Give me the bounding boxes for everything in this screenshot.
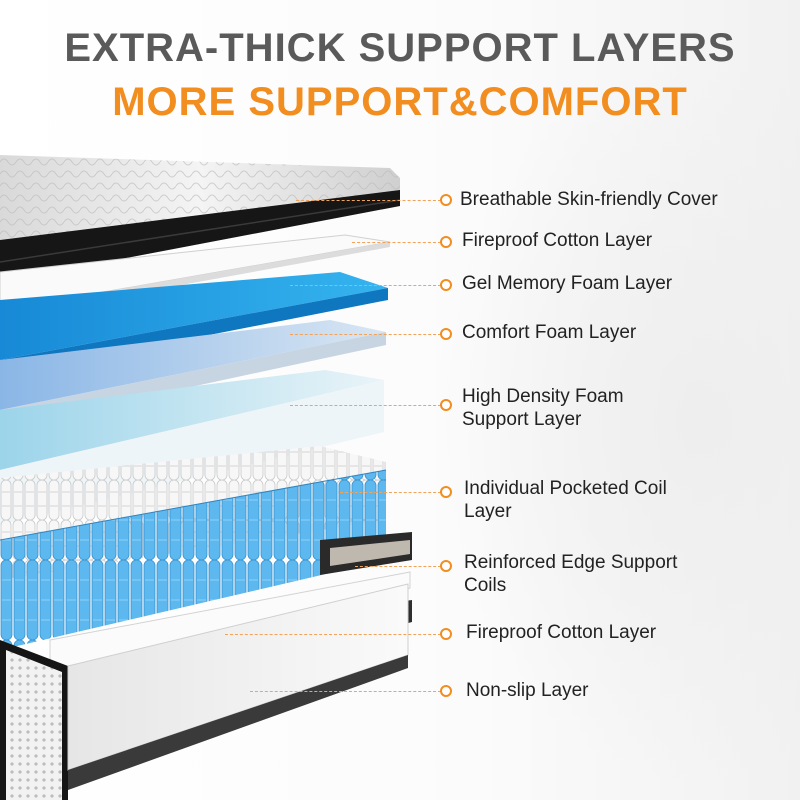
leader-line bbox=[296, 200, 441, 201]
headline-sub: MORE SUPPORT&COMFORT bbox=[112, 80, 688, 124]
layer-label-line: Non-slip Layer bbox=[466, 680, 589, 701]
layer-label: Breathable Skin-friendly Cover bbox=[460, 188, 718, 211]
layer-non-slip-shape bbox=[0, 583, 409, 800]
layer-cover-shape bbox=[0, 155, 401, 282]
layer-label: Non-slip Layer bbox=[466, 679, 589, 702]
leader-line bbox=[340, 492, 441, 493]
layer-pocketed-coil-shape bbox=[0, 446, 387, 650]
callout-dot-icon bbox=[440, 685, 452, 697]
callout-dot-icon bbox=[440, 328, 452, 340]
leader-line bbox=[290, 405, 441, 406]
leader-line bbox=[290, 285, 441, 286]
callout-dot-icon bbox=[440, 628, 452, 640]
layer-label-line: Layer bbox=[464, 501, 512, 522]
layer-label-line: Individual Pocketed Coil bbox=[464, 478, 667, 499]
layer-label-line: Coils bbox=[464, 575, 507, 596]
layer-label-line: Gel Memory Foam Layer bbox=[462, 273, 673, 294]
leader-line bbox=[355, 566, 441, 567]
layer-label-line: Fireproof Cotton Layer bbox=[466, 622, 657, 643]
callout-dot-icon bbox=[440, 279, 452, 291]
callout-dot-icon bbox=[440, 560, 452, 572]
callout-dot-icon bbox=[440, 194, 452, 206]
layer-edge-support-shape bbox=[320, 532, 412, 575]
leader-line bbox=[225, 634, 441, 635]
layer-label-line: Fireproof Cotton Layer bbox=[462, 230, 653, 251]
layer-label: Comfort Foam Layer bbox=[462, 321, 636, 344]
layer-label-line: Comfort Foam Layer bbox=[462, 322, 637, 343]
headline-main: EXTRA-THICK SUPPORT LAYERS bbox=[64, 26, 736, 70]
mattress-exploded-illustration bbox=[0, 155, 412, 800]
callout-dot-icon bbox=[440, 236, 452, 248]
callout-dot-icon bbox=[440, 486, 452, 498]
layer-label: Gel Memory Foam Layer bbox=[462, 272, 672, 295]
leader-line bbox=[352, 242, 441, 243]
layer-label-line: Breathable Skin-friendly Cover bbox=[460, 189, 718, 210]
layer-label: Fireproof Cotton Layer bbox=[466, 621, 656, 644]
layer-label-line: High Density Foam bbox=[462, 386, 624, 407]
leader-line bbox=[290, 334, 441, 335]
callout-dot-icon bbox=[440, 399, 452, 411]
layer-label-line: Reinforced Edge Support bbox=[464, 552, 678, 573]
leader-line bbox=[250, 691, 441, 692]
layer-label-line: Support Layer bbox=[462, 409, 582, 430]
layer-label: Fireproof Cotton Layer bbox=[462, 229, 652, 252]
